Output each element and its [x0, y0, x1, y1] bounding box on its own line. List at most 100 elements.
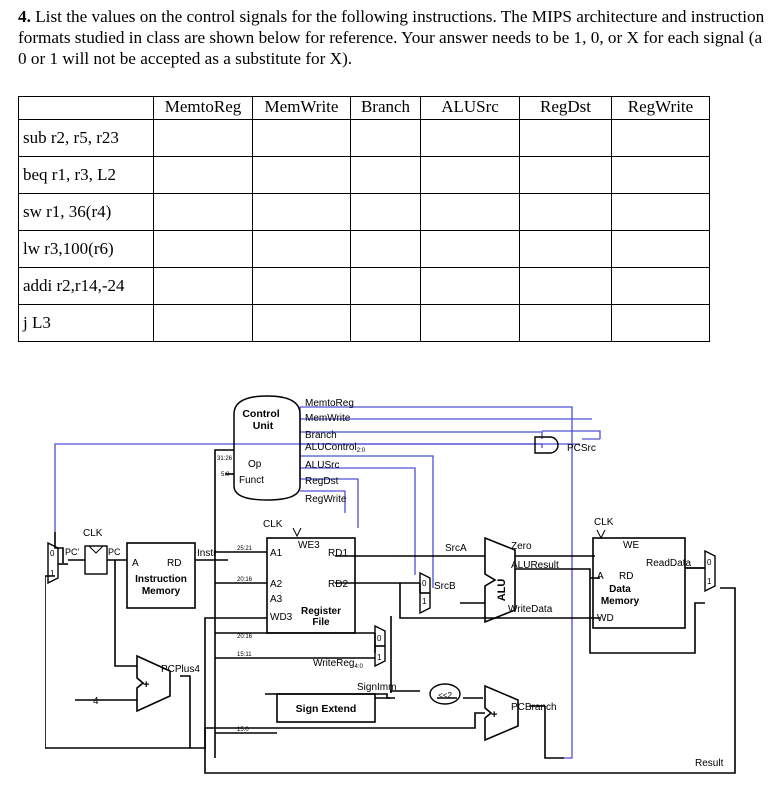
data-memory: WE A RD Data Memory WD [592, 537, 686, 629]
pcplus4-label: PCPlus4 [161, 664, 200, 675]
answer-cell[interactable] [153, 156, 253, 194]
result-mux-1: 1 [707, 577, 712, 586]
answer-cell[interactable] [350, 119, 421, 157]
answer-cell[interactable] [252, 156, 351, 194]
answer-cell[interactable] [350, 304, 421, 342]
shift-left-2: <<2 [429, 683, 461, 705]
pc-prime-label: PC' [65, 547, 80, 557]
header-branch: Branch [350, 96, 421, 120]
answer-cell[interactable] [252, 304, 351, 342]
table-row: lw r3,100(r6) [18, 230, 710, 268]
alu-label: ALU [496, 579, 508, 602]
control-signal-table: MemtoReg MemWrite Branch ALUSrc RegDst R… [18, 96, 710, 342]
control-funct-label: Funct [239, 475, 264, 486]
answer-cell[interactable] [519, 267, 612, 305]
adder2-plus: + [491, 709, 497, 721]
answer-cell[interactable] [611, 119, 710, 157]
answer-cell[interactable] [252, 267, 351, 305]
rf-a3: A3 [270, 594, 283, 605]
answer-cell[interactable] [252, 193, 351, 231]
four-label: 4 [93, 696, 99, 707]
srcb-mux: 0 1 [419, 571, 431, 615]
answer-cell[interactable] [519, 156, 612, 194]
control-unit-title-1: Control [242, 408, 279, 420]
bits-20-16-b: 20:16 [237, 634, 253, 640]
answer-cell[interactable] [350, 230, 421, 268]
bits-15-0: 15:0 [237, 727, 249, 733]
header-regwrite: RegWrite [611, 96, 710, 120]
wr-mux-0: 0 [377, 634, 382, 643]
pc-plus4-adder: + [136, 654, 171, 713]
answer-cell[interactable] [611, 156, 710, 194]
sig-branch: Branch [305, 430, 337, 441]
answer-cell[interactable] [611, 304, 710, 342]
answer-cell[interactable] [350, 193, 421, 231]
answer-cell[interactable] [350, 156, 421, 194]
pc-branch-adder: + [484, 684, 519, 742]
answer-cell[interactable] [153, 119, 253, 157]
dmem-wd: WD [597, 613, 614, 624]
answer-cell[interactable] [611, 267, 710, 305]
datapath-wires [44, 449, 736, 774]
dmem-title-2: Memory [601, 596, 640, 607]
answer-cell[interactable] [420, 156, 520, 194]
table-row: beq r1, r3, L2 [18, 156, 710, 194]
answer-cell[interactable] [519, 193, 612, 231]
question-number: 4. [18, 7, 31, 26]
answer-cell[interactable] [420, 230, 520, 268]
signimm-label: SignImm [357, 682, 396, 693]
header-regdst: RegDst [519, 96, 612, 120]
rf-rd1: RD1 [328, 548, 348, 559]
pc-label: PC [108, 547, 121, 557]
instruction-label: beq r1, r3, L2 [18, 156, 154, 194]
answer-cell[interactable] [420, 119, 520, 157]
answer-cell[interactable] [252, 119, 351, 157]
instruction-label: lw r3,100(r6) [18, 230, 154, 268]
answer-cell[interactable] [350, 267, 421, 305]
answer-cell[interactable] [611, 193, 710, 231]
writedata-label: WriteData [508, 604, 553, 615]
srca-label: SrcA [445, 543, 467, 554]
question-text: 4. List the values on the control signal… [18, 6, 766, 69]
pc-mux-0: 0 [50, 549, 55, 558]
sign-extend-label: Sign Extend [296, 703, 357, 715]
answer-cell[interactable] [611, 230, 710, 268]
adder1-plus: + [143, 679, 149, 691]
pcsrc-label: PCSrc [567, 443, 596, 454]
imem-a: A [132, 558, 139, 569]
rf-we3: WE3 [298, 540, 320, 551]
answer-cell[interactable] [519, 119, 612, 157]
answer-cell[interactable] [420, 304, 520, 342]
answer-cell[interactable] [153, 304, 253, 342]
table-row: addi r2,r14,-24 [18, 267, 710, 305]
answer-cell[interactable] [519, 304, 612, 342]
writereg-label: WriteReg4:0 [313, 658, 364, 670]
branch-and-gate: PCSrc [534, 436, 596, 454]
answer-cell[interactable] [153, 230, 253, 268]
answer-cell[interactable] [153, 267, 253, 305]
zero-label: Zero [511, 541, 532, 552]
bits-25-21: 25:21 [237, 546, 253, 552]
srcb-mux-0: 0 [422, 579, 427, 588]
answer-cell[interactable] [519, 230, 612, 268]
srcb-label: SrcB [434, 581, 456, 592]
rf-a2: A2 [270, 579, 283, 590]
answer-cell[interactable] [153, 193, 253, 231]
sig-alucontrol: ALUControl2:0 [305, 442, 366, 454]
instruction-label: sw r1, 36(r4) [18, 193, 154, 231]
table-row: j L3 [18, 304, 710, 342]
dmem-title-1: Data [609, 584, 631, 595]
pc-mux: 0 1 [47, 541, 59, 585]
result-mux-0: 0 [707, 558, 712, 567]
answer-cell[interactable] [420, 193, 520, 231]
sig-memwrite: MemWrite [305, 413, 351, 424]
pcbranch-label: PCBranch [511, 702, 557, 713]
writereg-mux: 0 1 [374, 624, 386, 668]
imem-title-2: Memory [142, 586, 181, 597]
answer-cell[interactable] [252, 230, 351, 268]
register-file: WE3 A1 RD1 A2 RD2 A3 WD3 Register File [266, 537, 356, 634]
aluresult-label: ALUResult [511, 560, 559, 571]
table-header-row: MemtoReg MemWrite Branch ALUSrc RegDst R… [18, 96, 710, 120]
op-bits-label: 31:26 [217, 456, 233, 462]
answer-cell[interactable] [420, 267, 520, 305]
